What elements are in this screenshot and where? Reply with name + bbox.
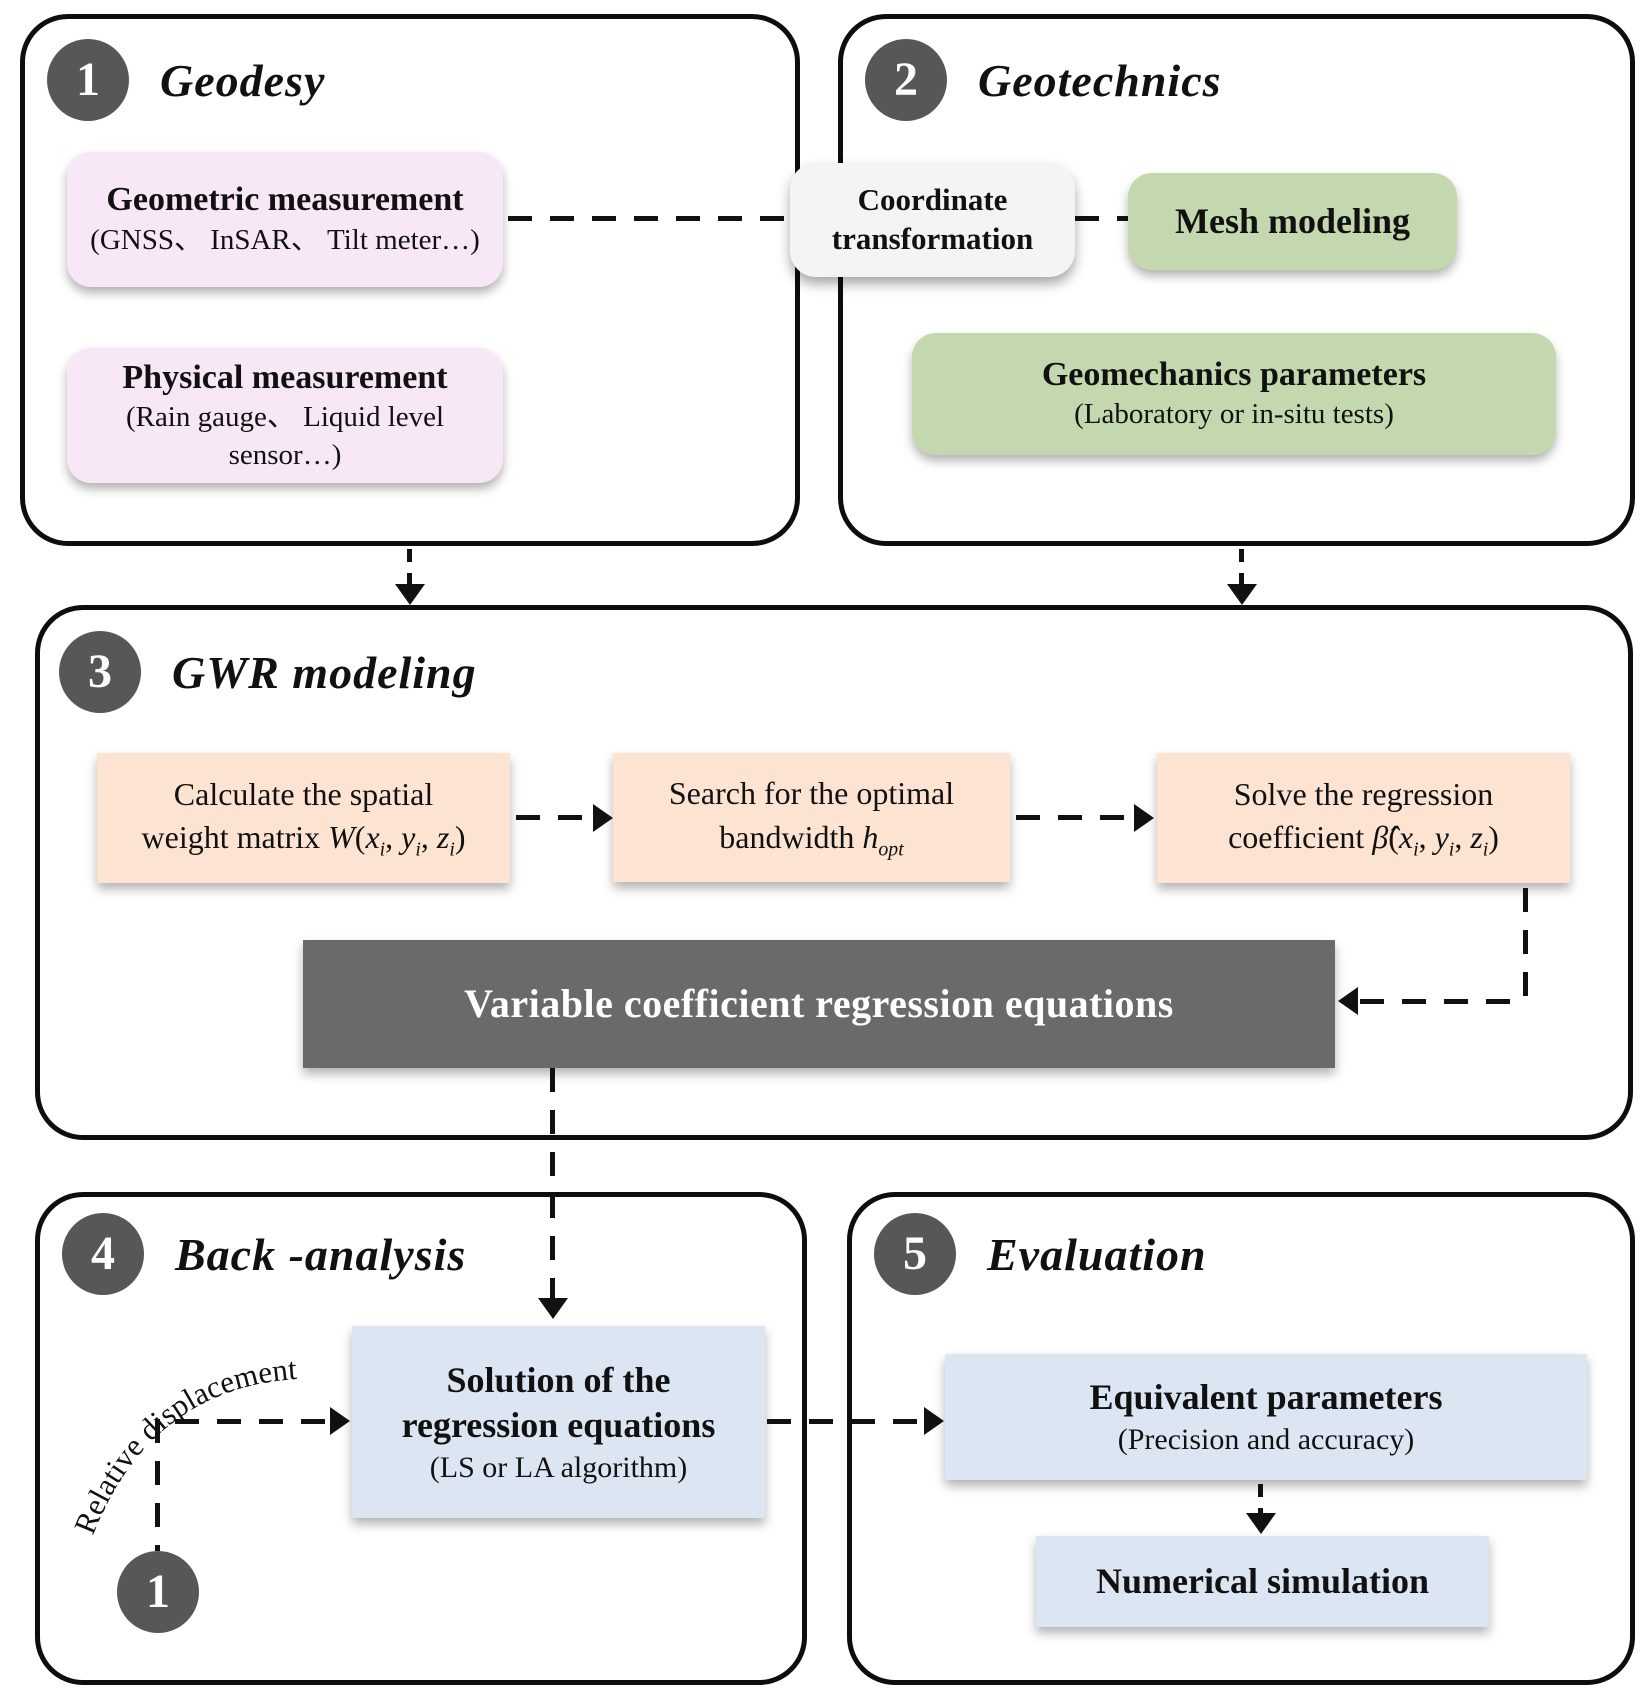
- arrow-coefficient-to-equations-vline: [1523, 888, 1528, 1001]
- arrow-geodesy-to-gwr-head: [395, 584, 425, 605]
- solution-regression-subtitle: (LS or LA algorithm): [429, 1450, 688, 1484]
- panel-gwr-title: GWR modeling: [172, 646, 477, 698]
- step-5-number: 5: [903, 1227, 927, 1280]
- physical-measurement-box: Physical measurement (Rain gauge、 Liquid…: [67, 348, 503, 483]
- optimal-bandwidth-line2: bandwidth hopt: [719, 818, 904, 860]
- arrow-loop-vline: [155, 1419, 160, 1551]
- panel-geodesy-title: Geodesy: [160, 54, 326, 106]
- arrow-weight-to-bandwidth-line: [516, 815, 596, 820]
- geomechanics-parameters-subtitle: (Laboratory or in-situ tests): [1074, 398, 1394, 431]
- arrow-equations-to-solution-head: [538, 1298, 568, 1319]
- arrow-geodesy-to-gwr-line: [407, 549, 412, 587]
- arrow-geotechnics-to-gwr-line: [1239, 549, 1244, 587]
- relative-displacement-curved-label: Relative displacement: [67, 1351, 299, 1539]
- arrow-equations-to-solution-line: [550, 1068, 555, 1300]
- loop-marker-number: 1: [146, 1565, 170, 1618]
- equivalent-parameters-subtitle: (Precision and accuracy): [1117, 1423, 1415, 1456]
- arrow-bandwidth-to-coefficient-line: [1016, 815, 1136, 820]
- geometric-measurement-subtitle: (GNSS、 InSAR、 Tilt meter…): [90, 223, 480, 256]
- panel-back-analysis-title: Back -analysis: [175, 1228, 467, 1280]
- mesh-modeling-title: Mesh modeling: [1174, 201, 1410, 241]
- regression-coefficient-line2: coefficient β̂(xi, yi, zi): [1228, 819, 1499, 861]
- step-2-badge: 2: [865, 39, 947, 121]
- variable-coefficient-equations-title: Variable coefficient regression equation…: [464, 981, 1174, 1026]
- step-3-number: 3: [88, 645, 112, 698]
- step-4-badge: 4: [62, 1213, 144, 1295]
- arrow-coefficient-to-equations-hline: [1360, 999, 1526, 1004]
- step-1-number: 1: [76, 53, 100, 106]
- optimal-bandwidth-line1: Search for the optimal: [668, 775, 955, 812]
- relative-displacement-text: Relative displacement: [67, 1351, 299, 1539]
- numerical-simulation-title: Numerical simulation: [1096, 1561, 1429, 1601]
- step-1-badge: 1: [47, 39, 129, 121]
- arrow-loop-head: [330, 1407, 350, 1435]
- arrow-coefficient-to-equations-head: [1338, 987, 1358, 1015]
- solution-regression-line2: regression equations: [401, 1404, 716, 1445]
- arrow-weight-to-bandwidth-head: [593, 804, 613, 832]
- loop-marker-badge: 1: [117, 1551, 199, 1633]
- solution-regression-box: Solution of the regression equations (LS…: [352, 1326, 765, 1518]
- arrow-equivalent-to-numerical-head: [1246, 1513, 1276, 1534]
- geometric-measurement-box: Geometric measurement (GNSS、 InSAR、 Tilt…: [67, 152, 503, 287]
- step-4-number: 4: [91, 1227, 115, 1280]
- panel-geotechnics: [838, 14, 1635, 546]
- spatial-weight-matrix-box: Calculate the spatial weight matrix W(xi…: [97, 753, 510, 883]
- geometric-measurement-title: Geometric measurement: [106, 181, 464, 219]
- coordinate-transformation-line2: transformation: [831, 221, 1034, 256]
- arrow-geotechnics-to-gwr-head: [1227, 584, 1257, 605]
- spatial-weight-matrix-line2: weight matrix W(xi, yi, zi): [141, 819, 466, 861]
- arrow-loop-hline: [175, 1419, 333, 1424]
- coordinate-transformation-box: Coordinate transformation: [790, 163, 1075, 277]
- spatial-weight-matrix-line1: Calculate the spatial: [173, 775, 434, 812]
- physical-measurement-subtitle: (Rain gauge、 Liquid level sensor…): [125, 401, 445, 471]
- equivalent-parameters-box: Equivalent parameters (Precision and acc…: [945, 1354, 1587, 1480]
- arrow-solution-to-equivalent-head: [924, 1407, 944, 1435]
- variable-coefficient-equations-box: Variable coefficient regression equation…: [303, 940, 1335, 1068]
- equivalent-parameters-title: Equivalent parameters: [1089, 1377, 1443, 1417]
- step-3-badge: 3: [59, 631, 141, 713]
- coordinate-transformation-line1: Coordinate: [857, 182, 1008, 218]
- step-5-badge: 5: [874, 1213, 956, 1295]
- connector-geometric-to-coordinate: [508, 216, 790, 221]
- solution-regression-line1: Solution of the: [446, 1359, 671, 1400]
- geomechanics-parameters-box: Geomechanics parameters (Laboratory or i…: [912, 333, 1556, 455]
- arrow-equivalent-to-numerical-line: [1258, 1484, 1263, 1516]
- regression-coefficient-box: Solve the regression coefficient β̂(xi, …: [1157, 753, 1570, 883]
- panel-geotechnics-title: Geotechnics: [978, 54, 1222, 106]
- mesh-modeling-box: Mesh modeling: [1128, 173, 1457, 270]
- step-2-number: 2: [894, 53, 918, 106]
- regression-coefficient-line1: Solve the regression: [1233, 775, 1494, 812]
- panel-evaluation-title: Evaluation: [987, 1228, 1207, 1280]
- arrow-solution-to-equivalent-line: [767, 1419, 927, 1424]
- optimal-bandwidth-box: Search for the optimal bandwidth hopt: [613, 753, 1010, 882]
- physical-measurement-title: Physical measurement: [122, 358, 448, 396]
- geomechanics-parameters-title: Geomechanics parameters: [1041, 355, 1427, 393]
- numerical-simulation-box: Numerical simulation: [1036, 1536, 1489, 1627]
- arrow-bandwidth-to-coefficient-head: [1134, 804, 1154, 832]
- connector-coordinate-to-mesh: [1075, 216, 1128, 221]
